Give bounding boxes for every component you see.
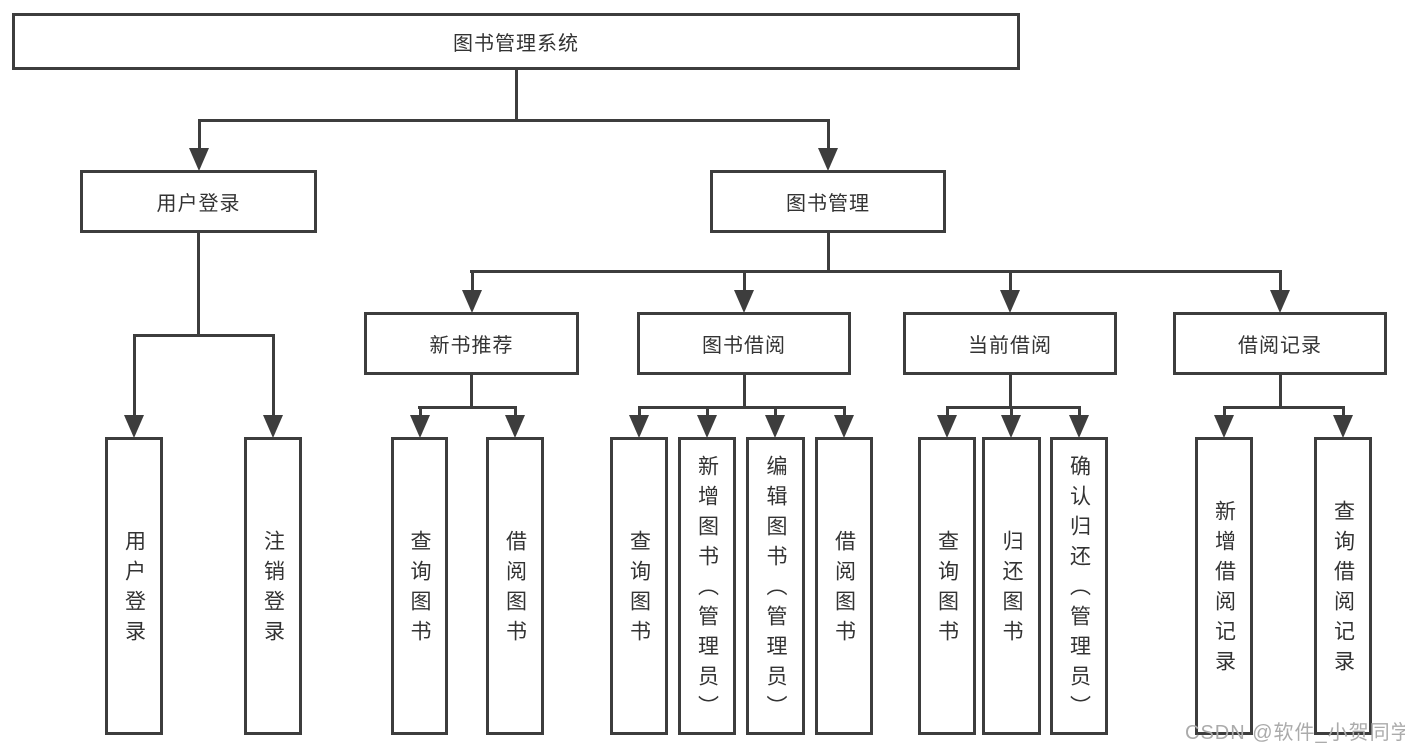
node-recommend-query-books: 查询图书 [391, 437, 448, 735]
node-book-management: 图书管理 [710, 170, 946, 233]
arrow-down-icon [1069, 415, 1089, 438]
arrow-down-icon [765, 415, 785, 438]
connector-line [515, 68, 518, 121]
connector-line [198, 119, 830, 122]
connector-line [272, 335, 275, 417]
arrow-down-icon [937, 415, 957, 438]
arrow-down-icon [189, 148, 209, 171]
arrow-down-icon [505, 415, 525, 438]
csdn-watermark: CSDN @软件_小贺同学 [1185, 722, 1405, 744]
connector-line [1010, 407, 1013, 419]
connector-line [706, 407, 709, 419]
connector-line [743, 271, 746, 293]
arrow-down-icon [263, 415, 283, 438]
arrow-down-icon [1270, 290, 1290, 313]
connector-line [1223, 407, 1226, 419]
arrow-down-icon [834, 415, 854, 438]
connector-line [946, 407, 949, 419]
connector-line [638, 406, 846, 409]
node-current-query-books: 查询图书 [918, 437, 976, 735]
arrow-down-icon [1001, 415, 1021, 438]
arrow-down-icon [124, 415, 144, 438]
connector-line [843, 407, 846, 419]
connector-line [197, 231, 200, 336]
arrow-down-icon [410, 415, 430, 438]
arrow-down-icon [734, 290, 754, 313]
node-borrow-edit-books: 编辑图书（管理员） [746, 437, 805, 735]
node-borrow-borrow-books: 借阅图书 [815, 437, 873, 735]
connector-line [1009, 271, 1012, 293]
connector-line [514, 407, 517, 419]
arrow-down-icon [1000, 290, 1020, 313]
node-book-borrow: 图书借阅 [637, 312, 851, 375]
connector-line [419, 407, 422, 419]
connector-line [1223, 406, 1345, 409]
connector-line [1078, 407, 1081, 419]
node-leaf-user-login: 用户登录 [105, 437, 163, 735]
connector-line [1342, 407, 1345, 419]
connector-line [1279, 271, 1282, 293]
connector-line [946, 406, 1081, 409]
node-borrow-add-books: 新增图书（管理员） [678, 437, 736, 735]
node-current-return-books: 归还图书 [982, 437, 1041, 735]
connector-line [470, 373, 473, 408]
connector-line [774, 407, 777, 419]
connector-line [1279, 373, 1282, 408]
arrow-down-icon [1333, 415, 1353, 438]
connector-line [827, 231, 830, 272]
arrow-down-icon [462, 290, 482, 313]
node-current-borrow: 当前借阅 [903, 312, 1117, 375]
connector-line [1009, 373, 1012, 408]
connector-line [743, 373, 746, 408]
connector-line [133, 335, 136, 417]
arrow-down-icon [697, 415, 717, 438]
node-current-confirm-return: 确认归还（管理员） [1050, 437, 1108, 735]
node-borrow-query-books: 查询图书 [610, 437, 668, 735]
connector-line [198, 120, 201, 150]
node-new-book-recommend: 新书推荐 [364, 312, 579, 375]
node-records-add-record: 新增借阅记录 [1195, 437, 1253, 735]
connector-line [827, 120, 830, 150]
connector-line [470, 270, 1282, 273]
connector-line [471, 271, 474, 293]
node-root: 图书管理系统 [12, 13, 1020, 70]
arrow-down-icon [818, 148, 838, 171]
node-user-login: 用户登录 [80, 170, 317, 233]
arrow-down-icon [629, 415, 649, 438]
connector-line [418, 406, 517, 409]
node-records-query-record: 查询借阅记录 [1314, 437, 1372, 735]
node-leaf-logout: 注销登录 [244, 437, 302, 735]
connector-line [638, 407, 641, 419]
node-recommend-borrow-books: 借阅图书 [486, 437, 544, 735]
connector-line [133, 334, 275, 337]
node-borrow-records: 借阅记录 [1173, 312, 1387, 375]
arrow-down-icon [1214, 415, 1234, 438]
